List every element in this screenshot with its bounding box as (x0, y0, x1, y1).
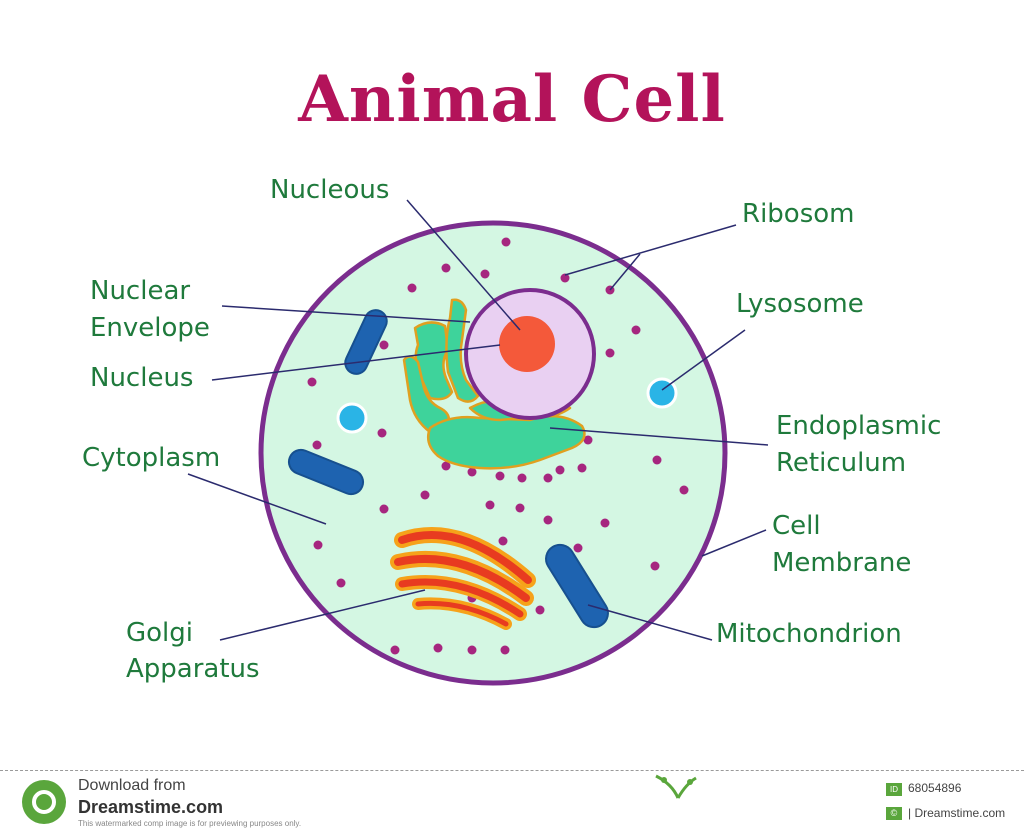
ribosome-dot (535, 605, 545, 615)
leader-nucleus (211, 344, 501, 381)
label-lysosome: Lysosome (736, 289, 864, 319)
dreamstime-logo-icon[interactable] (22, 780, 66, 824)
ribosome-dot (379, 504, 389, 514)
leader-lines (187, 199, 769, 641)
ribosome-dot (573, 543, 583, 553)
diagram-area: Animal Cell Nucleous Ribosom Nuclear Env… (82, 62, 942, 686)
leader-mitochondrion (587, 604, 713, 641)
leader-golgi (219, 589, 426, 641)
brand-link[interactable]: Dreamstime.com (78, 797, 224, 817)
ribosome-dot (498, 536, 508, 546)
ribosome-dot (650, 561, 660, 571)
sprig-icon (655, 774, 697, 799)
credit-text: | Dreamstime.com (908, 806, 1006, 820)
ribosome-dot (336, 578, 346, 588)
ribosome-dot (500, 645, 510, 655)
ribosome-dot (543, 473, 553, 483)
ribosome-dot (605, 348, 615, 358)
watermark-note: This watermarked comp image is for previ… (78, 819, 302, 828)
label-endoplasmic-line2: Reticulum (776, 448, 907, 478)
ribosome-dot (480, 269, 490, 279)
ribosome-dot (441, 263, 451, 273)
ribosome-dot (495, 471, 505, 481)
leader-lysosome (661, 329, 746, 391)
id-badge: ID (886, 783, 902, 796)
leader-ribosom-2 (609, 253, 641, 291)
ribosome-dot (543, 515, 553, 525)
leader-nuclear-envelope (221, 305, 471, 323)
ribosome-dot (652, 455, 662, 465)
ribosome-dot (441, 461, 451, 471)
label-mitochondrion: Mitochondrion (716, 619, 902, 649)
image-id: 68054896 (908, 781, 962, 795)
label-cell-membrane-line2: Membrane (772, 548, 912, 578)
label-nuclear-envelope-line2: Envelope (90, 313, 210, 343)
ribosome-dot (467, 467, 477, 477)
ribosome-dot (600, 518, 610, 528)
mitochondrion-2 (287, 448, 365, 496)
leader-cytoplasm (187, 473, 327, 525)
label-cell-membrane-line1: Cell (772, 511, 821, 541)
leader-nucleous (406, 199, 521, 331)
ribosome-dot (577, 463, 587, 473)
animal-cell-illustration (187, 199, 769, 686)
ribosome-dot (583, 435, 593, 445)
mitochondrion-1 (344, 309, 388, 375)
ribosome-dot (555, 465, 565, 475)
ribosome-dot (377, 428, 387, 438)
ribosome-dot (312, 440, 322, 450)
ribosome-dot (679, 485, 689, 495)
ribosome-dot (560, 273, 570, 283)
ribosome-dot (515, 503, 525, 513)
ribosome-dot (467, 645, 477, 655)
label-cytoplasm: Cytoplasm (82, 443, 221, 473)
label-ribosom: Ribosom (742, 199, 855, 229)
ribosome-dot (390, 645, 400, 655)
ribosome-dot (307, 377, 317, 387)
ribosome-dot (407, 283, 417, 293)
ribosome-dot (517, 473, 527, 483)
watermark-footer: Download from Dreamstime.com This waterm… (0, 770, 1024, 840)
lysosome-1 (336, 402, 368, 434)
label-nucleous: Nucleous (270, 175, 390, 205)
lysosome-2 (646, 377, 678, 409)
ribosome-dot (313, 540, 323, 550)
label-nucleus: Nucleus (90, 363, 194, 393)
ribosome-dot (485, 500, 495, 510)
golgi-apparatus (390, 527, 536, 630)
ribosome-dot (631, 325, 641, 335)
label-golgi-line1: Golgi (126, 618, 194, 648)
ribosome-dot (379, 340, 389, 350)
download-from-text: Download from (78, 777, 186, 794)
leader-cell-membrane (701, 529, 767, 557)
leader-endoplasmic (549, 427, 769, 446)
diagram-title: Animal Cell (298, 62, 726, 137)
copyright-badge: © (886, 807, 902, 820)
ribosome-dot (420, 490, 430, 500)
leader-ribosom-1 (564, 224, 737, 276)
label-nuclear-envelope-line1: Nuclear (90, 276, 191, 306)
ribosome-dot (501, 237, 511, 247)
ribosome-dot (433, 643, 443, 653)
nucleolus (499, 316, 555, 372)
label-golgi-line2: Apparatus (126, 654, 260, 684)
label-endoplasmic-line1: Endoplasmic (776, 411, 942, 441)
endoplasmic-reticulum (402, 298, 586, 470)
